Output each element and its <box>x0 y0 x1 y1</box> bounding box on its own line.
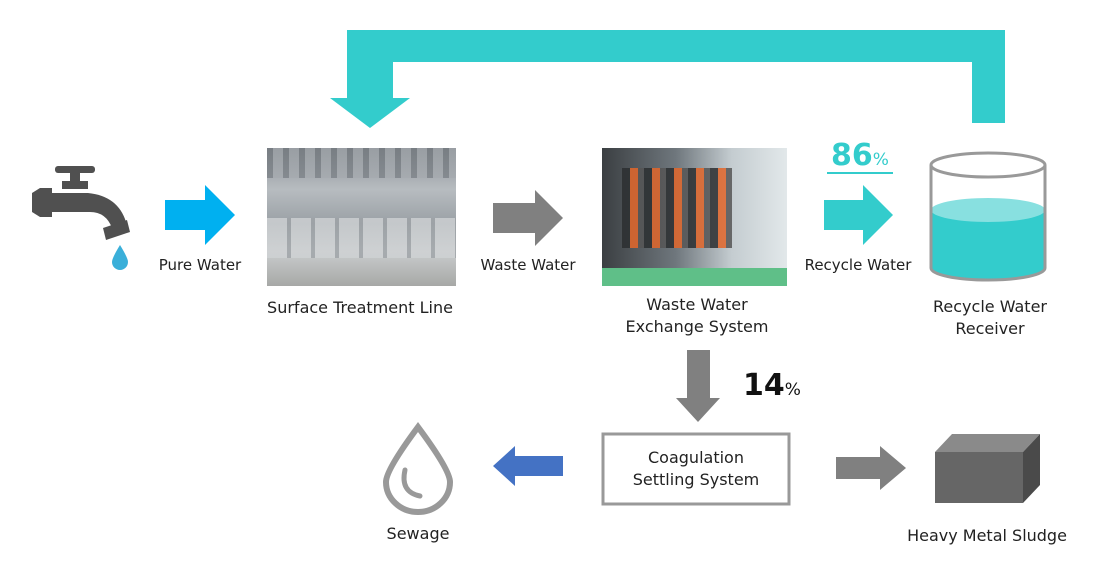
receiver-line2: Receiver <box>955 319 1025 338</box>
sewage-label: Sewage <box>386 524 450 543</box>
pure-water-arrow <box>165 185 235 245</box>
exchange-line2: Exchange System <box>625 317 769 336</box>
sludge-label: Heavy Metal Sludge <box>907 526 1067 545</box>
faucet-icon <box>32 166 130 240</box>
photo-exchange-system <box>602 148 787 286</box>
photo-surface-treatment <box>267 148 456 286</box>
coag-line2: Settling System <box>632 470 760 489</box>
recycle-percentage: 86% <box>831 138 889 173</box>
sewage-arrow <box>493 446 563 486</box>
coagulation-box <box>601 432 791 506</box>
recycle-pct-unit: % <box>872 150 889 170</box>
sewage-drop-icon <box>382 421 454 515</box>
sludge-cube-icon <box>935 434 1040 503</box>
exchange-line1: Waste Water <box>646 295 748 314</box>
waste-percentage: 14% <box>743 368 801 403</box>
recycle-pct-value: 86 <box>831 138 873 173</box>
waste-pct-unit: % <box>784 380 801 400</box>
waste-water-label: Waste Water <box>480 256 576 274</box>
receiver-line1: Recycle Water <box>933 297 1047 316</box>
waste-down-arrow <box>676 350 720 422</box>
coag-line1: Coagulation <box>648 448 744 467</box>
recycle-water-arrow <box>824 185 893 245</box>
recycle-loop-arrow <box>330 30 1005 128</box>
recycle-water-label: Recycle Water <box>804 256 912 274</box>
water-container-icon <box>929 151 1047 282</box>
water-drop-icon <box>112 245 128 270</box>
waste-pct-value: 14 <box>743 368 785 403</box>
pure-water-label: Pure Water <box>158 256 242 274</box>
sludge-arrow <box>836 446 906 490</box>
surface-treatment-label: Surface Treatment Line <box>267 298 453 317</box>
waste-water-arrow <box>493 190 563 246</box>
